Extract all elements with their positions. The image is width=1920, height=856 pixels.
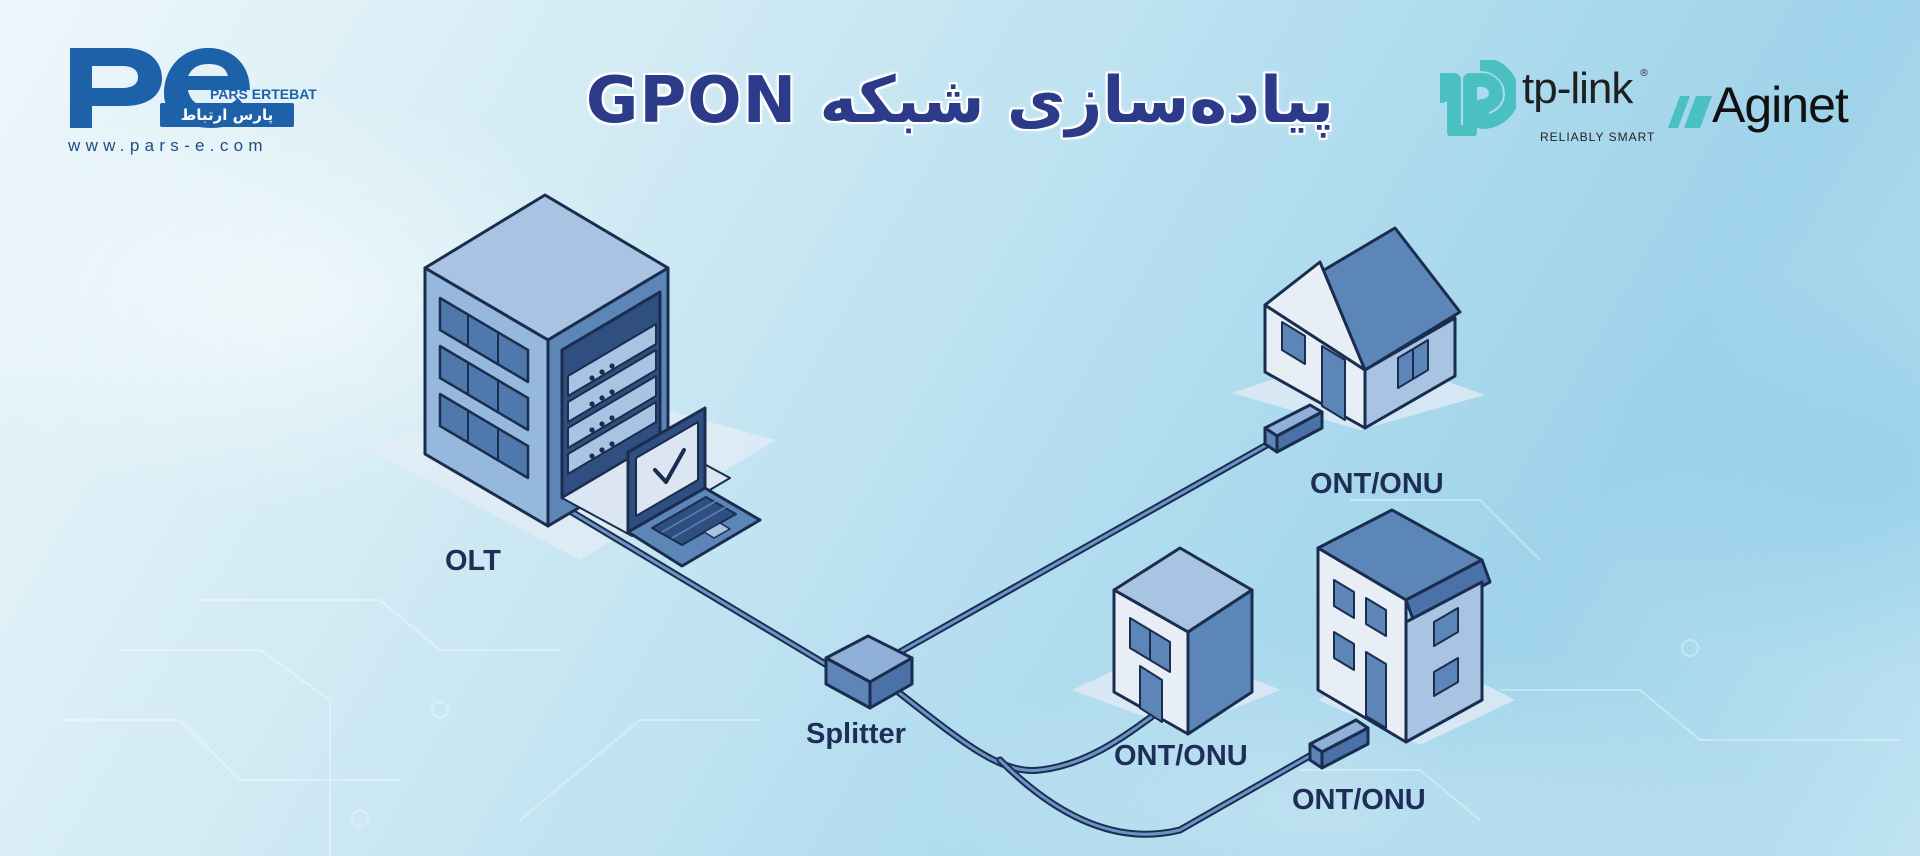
background-circuit xyxy=(60,499,1900,856)
pars-ertebat-name-en: PARS ERTEBAT xyxy=(210,86,317,102)
olt-label: OLT xyxy=(445,545,501,577)
tp-link-icon xyxy=(1440,60,1516,136)
pars-ertebat-logo: PARS ERTEBAT پارس ارتباط www.pars-e.com xyxy=(64,44,317,162)
checkmark-icon xyxy=(653,448,686,484)
splitter-label: Splitter xyxy=(806,718,906,750)
page-title: پیاده‌سازی شبکه GPON xyxy=(585,64,1335,138)
tp-link-wordmark: tp-link xyxy=(1522,64,1633,113)
fiber-cable xyxy=(561,438,1324,838)
registered-mark: ® xyxy=(1639,68,1649,79)
aginet-logo: Aginet xyxy=(1668,77,1868,138)
ont-label-middle: ONT/ONU xyxy=(1114,740,1248,772)
ont-label-top: ONT/ONU xyxy=(1310,468,1444,500)
aginet-wordmark: Aginet xyxy=(1712,77,1849,133)
laptop-icon xyxy=(626,406,762,568)
tp-link-logo: tp-link ® RELIABLY SMART xyxy=(1440,58,1660,148)
ont-device-icon xyxy=(1263,403,1324,454)
ont-device-icon xyxy=(1308,718,1370,770)
tp-link-tagline: RELIABLY SMART xyxy=(1540,130,1656,144)
apartment-building-icon xyxy=(1316,508,1492,744)
small-building-icon xyxy=(1112,546,1254,736)
splitter-box-icon xyxy=(824,634,914,710)
house-icon xyxy=(1263,226,1462,430)
pars-ertebat-name-fa: پارس ارتباط xyxy=(160,103,294,127)
pars-ertebat-url: www.pars-e.com xyxy=(68,136,268,155)
aginet-icon xyxy=(1668,96,1712,128)
ont-label-bottom: ONT/ONU xyxy=(1292,784,1426,816)
